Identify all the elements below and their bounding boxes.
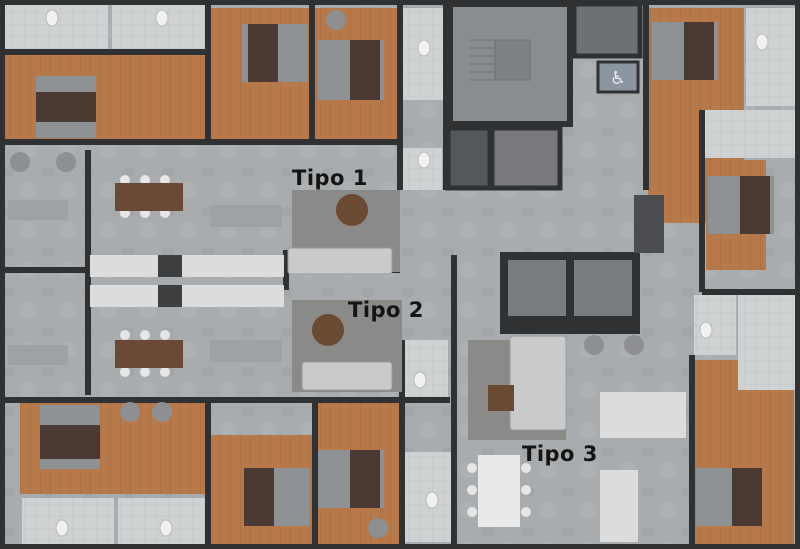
elevator-icon bbox=[500, 252, 640, 334]
armchair-icon bbox=[10, 10, 644, 538]
dining-table-icon bbox=[115, 175, 531, 527]
unit-label-tipo3: Tipo 3 bbox=[522, 442, 598, 466]
stairs-icon bbox=[470, 39, 531, 81]
unit-label-tipo1: Tipo 1 bbox=[292, 166, 368, 190]
unit-label-tipo2: Tipo 2 bbox=[348, 298, 424, 322]
bathrooms bbox=[4, 5, 796, 544]
bed-icon bbox=[36, 22, 774, 526]
accessible-icon: ♿ bbox=[610, 68, 626, 89]
toilet-icon bbox=[45, 9, 769, 537]
kitchen-counter-icon bbox=[8, 200, 686, 542]
sofa-icon bbox=[287, 247, 567, 431]
